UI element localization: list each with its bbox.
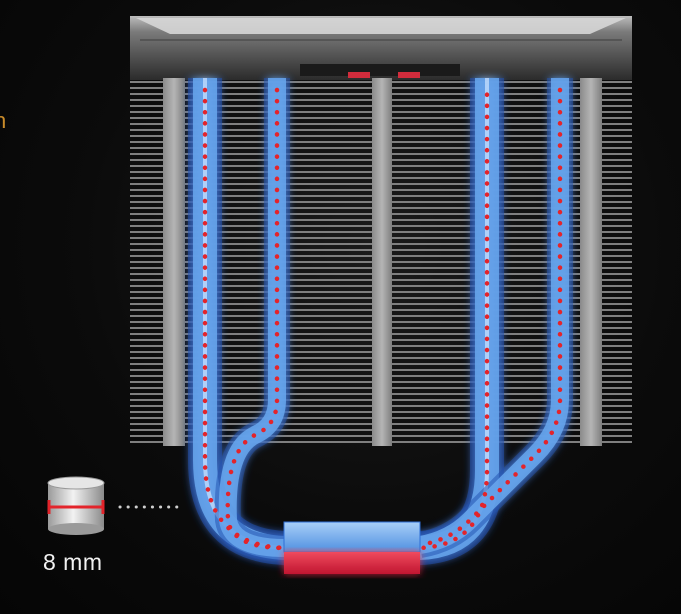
cylinder-pipe-icon (47, 476, 105, 535)
pipe-diameter-label: 8 mm (43, 549, 103, 575)
cropped-text-fragment: n (0, 108, 7, 133)
heat-flow-dots (202, 87, 563, 551)
base-contact-block (283, 521, 421, 574)
top-cover (130, 16, 632, 80)
fin-posts (163, 78, 602, 446)
